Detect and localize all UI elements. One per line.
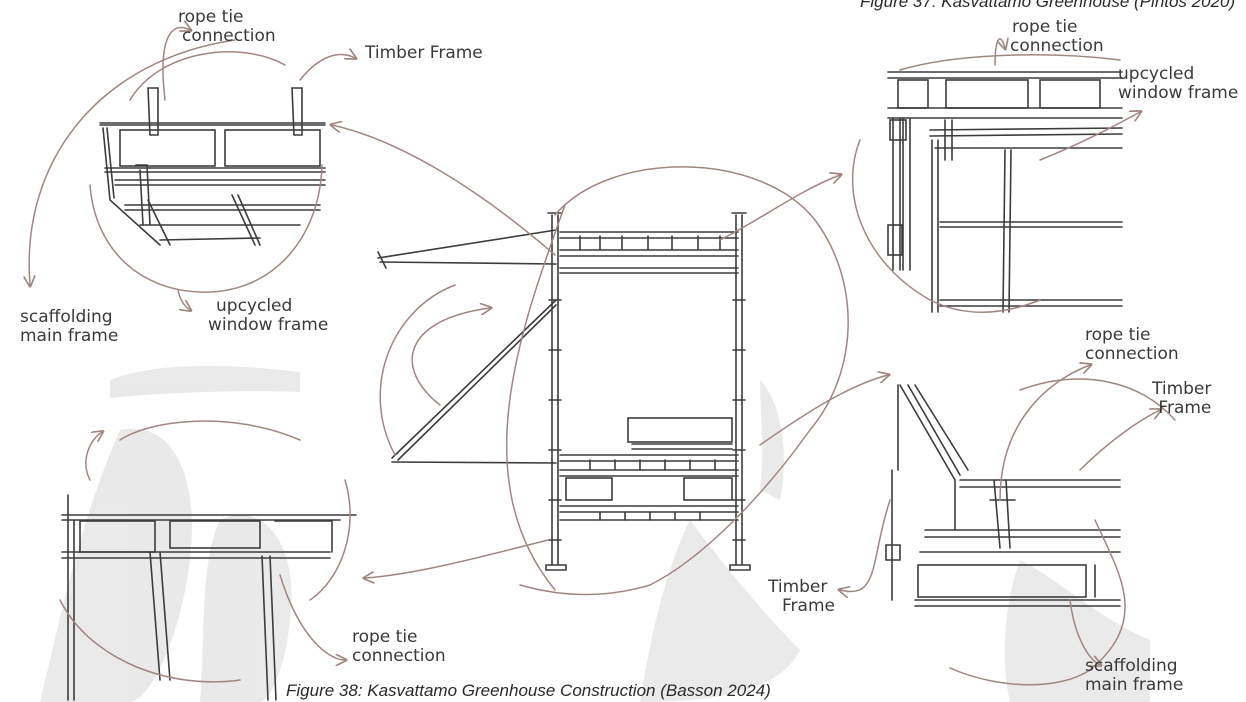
label-tl-timber-frame: Timber Frame: [365, 43, 483, 63]
background-photo-ghost: [40, 365, 1150, 702]
scaffold-center: [377, 212, 751, 571]
detail-bottom-left: [61, 494, 357, 701]
callout-arrows: [29, 28, 1176, 686]
detail-bottom-right: [885, 384, 1121, 607]
figure-caption-top: Figure 37: Kasvattamo Greenhouse (Pintos…: [860, 0, 1236, 11]
detail-top-right: [887, 71, 1123, 313]
detail-top-left: [99, 87, 326, 246]
figure-caption-bottom: Figure 38: Kasvattamo Greenhouse Constru…: [286, 681, 771, 700]
